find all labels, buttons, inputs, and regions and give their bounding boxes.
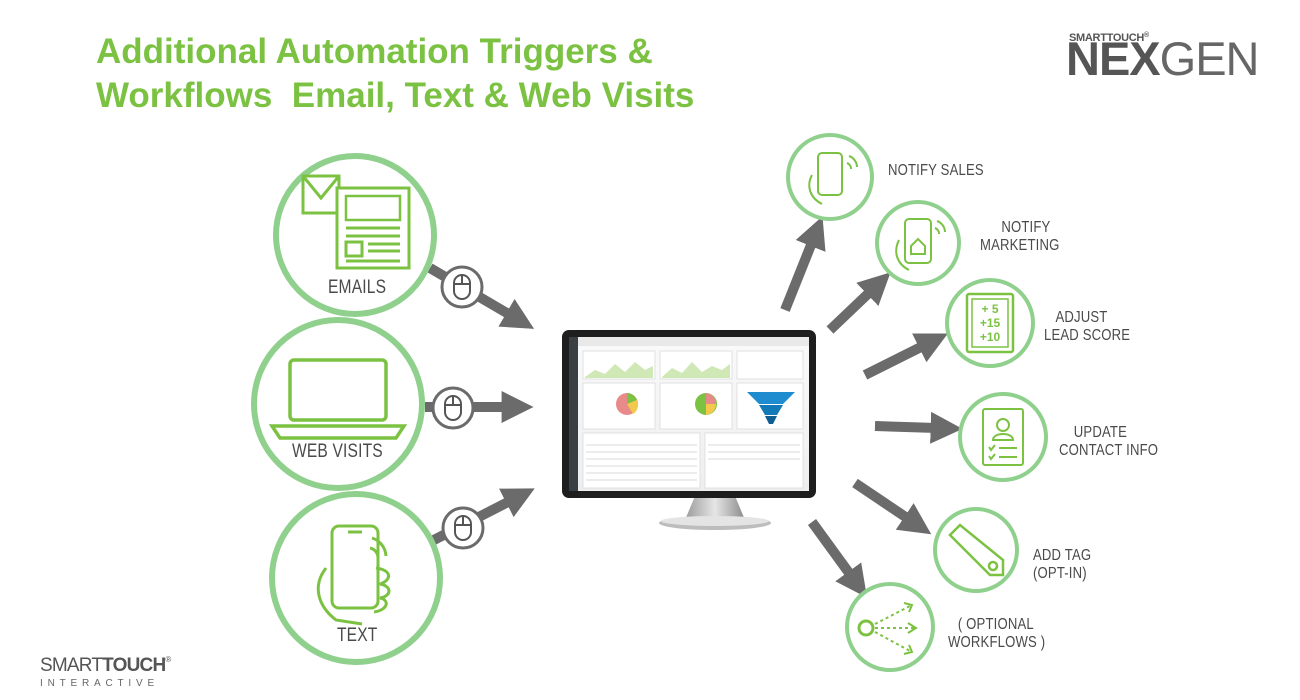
action-add-tag — [933, 507, 1019, 593]
phone-house-icon — [895, 218, 946, 271]
trigger-text — [269, 491, 443, 665]
smartphone-hand-icon — [316, 524, 391, 626]
phone-notify-icon — [808, 152, 858, 205]
nexgen-logo: SMARTTOUCH® NEXGEN — [1066, 30, 1266, 85]
action-arrows — [780, 216, 963, 598]
label-add-tag: ADD TAG(OPT-IN) — [1033, 547, 1092, 582]
laptop-icon — [268, 358, 408, 440]
email-document-icon — [301, 174, 411, 270]
smarttouch-logo: SMARTTOUCH® INTERACTIVE — [40, 655, 210, 695]
action-notify-marketing — [875, 200, 961, 286]
title-line-2: Workflows Email, Text & Web Visits — [96, 76, 695, 115]
arrow-adjust-lead-score — [862, 333, 948, 380]
action-notify-sales — [786, 133, 874, 221]
action-update-contact-info — [958, 392, 1048, 482]
arrow-notify-marketing — [826, 272, 891, 334]
nexgen-logo-prefix: SMARTTOUCH® — [1069, 32, 1149, 44]
smarttouch-logo-word: SMARTTOUCH® — [40, 655, 171, 676]
mouse-icon — [441, 506, 485, 550]
arrow-add-tag — [852, 478, 932, 535]
action-adjust-lead-score: + 5 +15 +10 — [945, 278, 1035, 368]
trigger-emails — [273, 153, 437, 317]
mouse-icon — [431, 386, 475, 430]
action-optional-workflows — [845, 582, 935, 672]
arrow-update-contact — [874, 411, 963, 444]
branching-icon — [857, 602, 918, 655]
mouse-icon — [440, 265, 484, 309]
arrow-optional-workflows — [807, 519, 868, 598]
mouse-badges — [431, 265, 485, 550]
score-line-3: +10 — [980, 330, 1001, 344]
page-title: Additional Automation Triggers & Workflo… — [96, 30, 694, 118]
score-card-icon: + 5 +15 +10 — [965, 292, 1015, 354]
trigger-web-visits — [251, 317, 425, 491]
label-web-visits: WEB VISITS — [292, 441, 383, 462]
label-text: TEXT — [337, 625, 378, 646]
tag-icon — [948, 523, 1005, 577]
monitor-dashboard-icon — [562, 330, 816, 530]
label-notify-sales: NOTIFY SALES — [888, 162, 984, 179]
smarttouch-logo-sub: INTERACTIVE — [40, 678, 159, 689]
label-emails: EMAILS — [328, 277, 387, 298]
arrow-notify-sales — [780, 216, 826, 312]
score-line-1: + 5 — [981, 302, 998, 316]
nexgen-logo-word: NEXGEN — [1066, 32, 1259, 85]
contact-card-icon — [982, 408, 1024, 466]
score-line-2: +15 — [980, 316, 1001, 330]
title-line-1: Additional Automation Triggers & — [96, 32, 653, 71]
